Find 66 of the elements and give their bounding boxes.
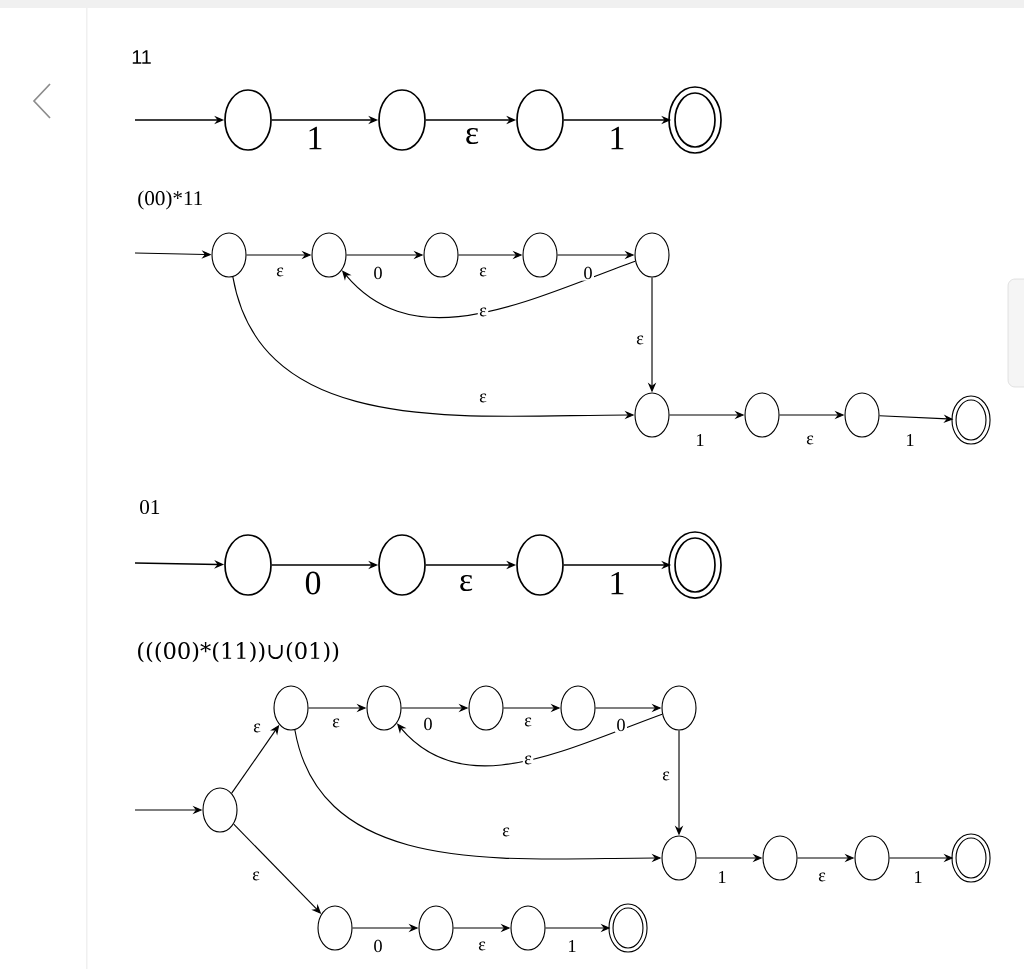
state-circle (634, 392, 670, 438)
edge-label: 0 (303, 570, 323, 596)
edge-label: ε (477, 392, 489, 404)
state-circle (560, 685, 596, 731)
state-circle (516, 89, 564, 151)
state-circle (366, 685, 402, 731)
edge-label: ε (476, 940, 488, 952)
edge-label: 1 (566, 938, 578, 954)
edge-label: 0 (615, 717, 627, 733)
edge-label: 1 (904, 432, 916, 448)
edge-label: ε (274, 266, 286, 278)
state-circle (522, 232, 558, 278)
state-circle (202, 787, 238, 833)
edge-label: ε (463, 126, 481, 146)
state-circle (634, 232, 670, 278)
state-circle (661, 835, 697, 881)
edge-label: ε (477, 266, 489, 278)
edge-label: ε (457, 573, 475, 593)
expression-title: (((00)*(11))∪(01)) (138, 641, 339, 663)
state-circle (378, 89, 426, 151)
edge-label: 0 (372, 938, 384, 954)
state-circle (224, 89, 272, 151)
edge-label: ε (251, 722, 263, 734)
edge-label: ε (500, 826, 512, 838)
state-circle (661, 685, 697, 731)
state-circle (854, 835, 890, 881)
edge-label: ε (804, 434, 816, 446)
edge-label: 0 (422, 716, 434, 732)
expression-title: 01 (140, 499, 160, 515)
edge-label: ε (522, 754, 534, 766)
state-circle (378, 534, 426, 596)
edge-label: 1 (716, 869, 728, 885)
state-circle (844, 392, 880, 438)
edge-label: 1 (694, 432, 706, 448)
state-circle (418, 905, 454, 951)
expression-title: (00)*11 (138, 190, 202, 210)
edge-label: ε (250, 870, 262, 882)
state-circle (317, 905, 353, 951)
edge-label: ε (816, 871, 828, 883)
accept-state-circle (951, 833, 991, 883)
edge-label: ε (330, 717, 342, 729)
state-circle (224, 534, 272, 596)
edge-label: 1 (305, 125, 325, 151)
accept-state-circle (668, 86, 722, 154)
edge-label: 1 (912, 869, 924, 885)
state-circle (273, 685, 309, 731)
edge-label: ε (634, 334, 646, 346)
edge-label: 0 (582, 265, 594, 281)
state-circle (211, 232, 247, 278)
accept-state-circle (668, 531, 722, 599)
edge-label: 0 (372, 265, 384, 281)
accept-state-circle (608, 903, 648, 953)
expression-title: 11 (132, 50, 151, 64)
state-circle (762, 835, 798, 881)
edge-label: ε (660, 770, 672, 782)
edge-label: ε (477, 306, 489, 318)
state-circle (468, 685, 504, 731)
edge-label: 1 (607, 570, 627, 596)
state-circle (423, 232, 459, 278)
state-circle (744, 392, 780, 438)
state-circle (516, 534, 564, 596)
state-circle (311, 232, 347, 278)
edge-label: ε (522, 716, 534, 728)
state-circle (510, 905, 546, 951)
accept-state-circle (951, 395, 991, 445)
edge-label: 1 (607, 125, 627, 151)
